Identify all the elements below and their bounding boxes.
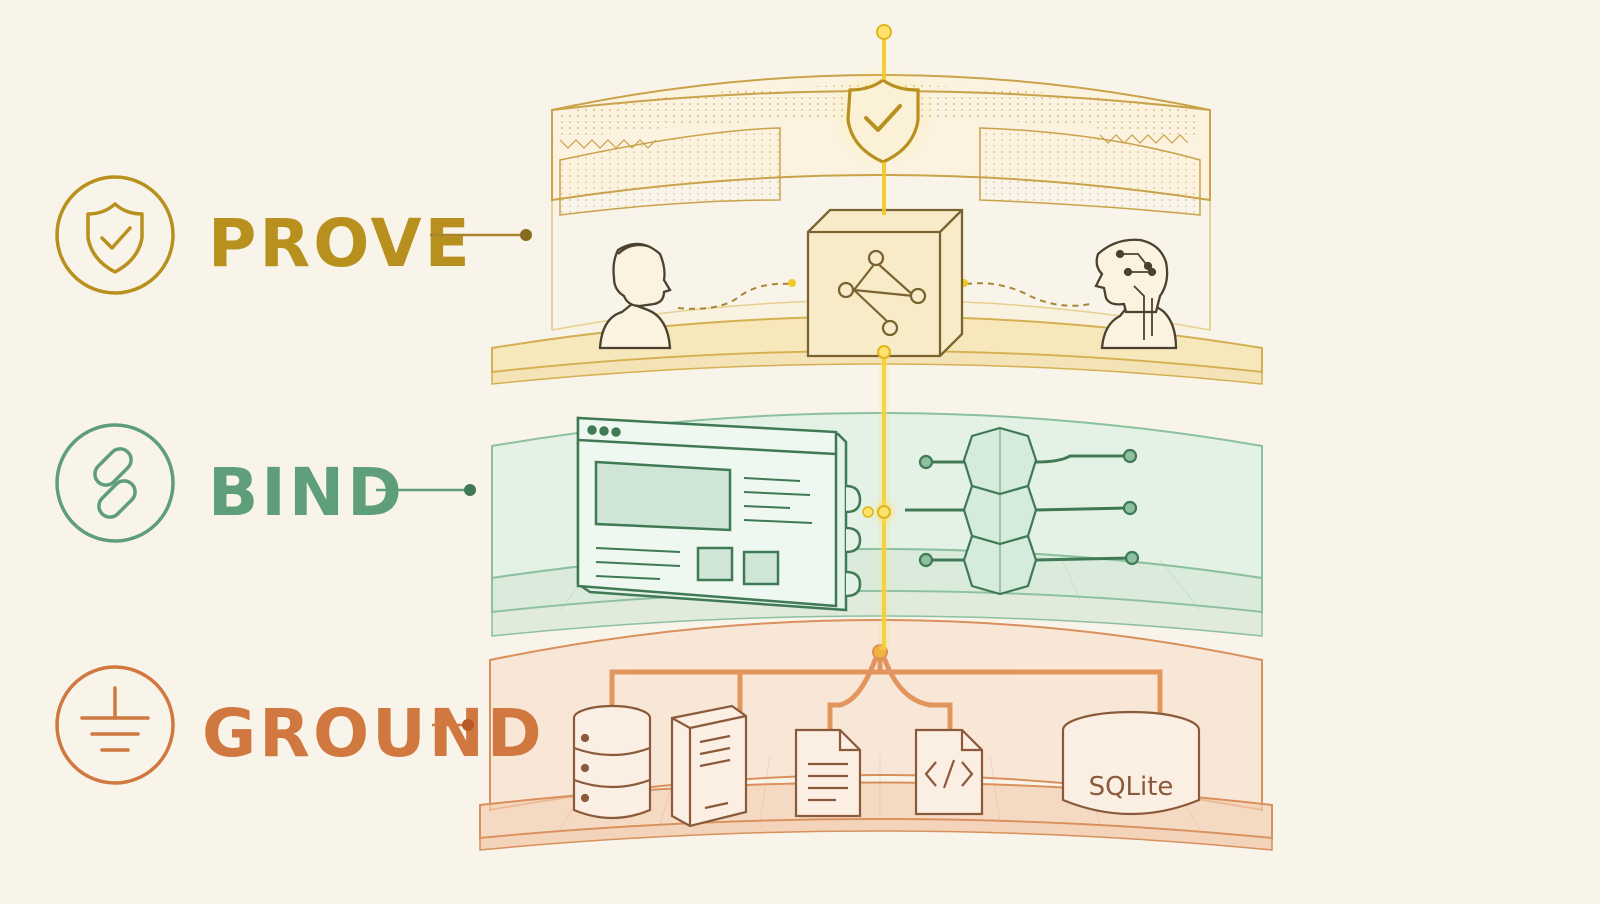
prove-label: PROVE [208, 205, 473, 282]
prove-legend: PROVE [57, 177, 532, 293]
prove-layer [492, 63, 1262, 384]
database-icon [574, 706, 650, 818]
person-icon [600, 244, 670, 348]
graph-cube-icon [808, 210, 962, 356]
link-icon [90, 444, 139, 521]
ground-label: GROUND [202, 695, 545, 772]
bind-label: BIND [208, 454, 405, 531]
browser-window-icon [578, 418, 860, 610]
ground-icon [82, 688, 148, 750]
shield-check-icon [88, 204, 142, 272]
robot-head-icon [1096, 240, 1176, 348]
code-file-icon [916, 730, 982, 814]
sqlite-label: SQLite [1089, 772, 1174, 802]
bind-legend: BIND [57, 425, 476, 541]
sqlite-cylinder-icon: SQLite [1063, 712, 1199, 814]
document-icon [796, 730, 860, 816]
bind-layer [492, 413, 1262, 636]
ground-legend: GROUND [57, 667, 545, 783]
ground-layer: SQLite [480, 620, 1272, 850]
server-icon [672, 706, 746, 826]
